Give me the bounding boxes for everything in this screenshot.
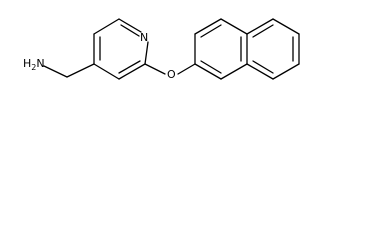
bond-c2-n	[118, 18, 142, 33]
naphthalene-right-ring	[246, 18, 300, 80]
bond-nl-3	[220, 18, 248, 35]
pyridine-nitrogen-label: N	[140, 31, 148, 44]
double-bond-nr-c	[252, 60, 274, 74]
ether-oxygen-label: O	[167, 68, 176, 81]
bond-c6-c5	[118, 63, 146, 80]
bond-nl-5	[220, 63, 248, 80]
double-bond-c2-n	[120, 24, 140, 37]
ether-linkage	[144, 63, 196, 75]
bond-nr-5	[246, 63, 274, 80]
bond-nr-2	[272, 18, 300, 35]
double-bond-nr-a	[252, 24, 274, 38]
bond-c3-c2	[93, 18, 120, 35]
bond-nl-2	[194, 18, 222, 35]
amine-label: H2N	[23, 57, 45, 72]
bond-c6-o	[144, 63, 166, 75]
chemical-structure: H2N N O	[23, 18, 300, 81]
double-bond-nl-a	[200, 24, 222, 38]
bond-nl-6	[194, 63, 222, 80]
bond-nr-1	[246, 18, 274, 35]
bond-o-naphthyl	[177, 63, 196, 75]
pyridine-ring	[93, 18, 149, 80]
bond-ch2-ring	[66, 63, 95, 78]
bond-n-ch2	[43, 65, 68, 78]
bond-c5-c4	[93, 63, 120, 80]
double-bond-c5-c6	[118, 60, 141, 74]
amine-subscript: 2	[31, 63, 36, 72]
naphthalene-left-ring	[194, 18, 248, 80]
bond-n-c6	[144, 41, 149, 65]
amine-h: H	[23, 57, 31, 70]
aminomethyl-group	[43, 63, 95, 78]
double-bond-nl-c	[200, 60, 222, 74]
bond-nr-4	[272, 63, 300, 80]
amine-n: N	[36, 57, 44, 70]
